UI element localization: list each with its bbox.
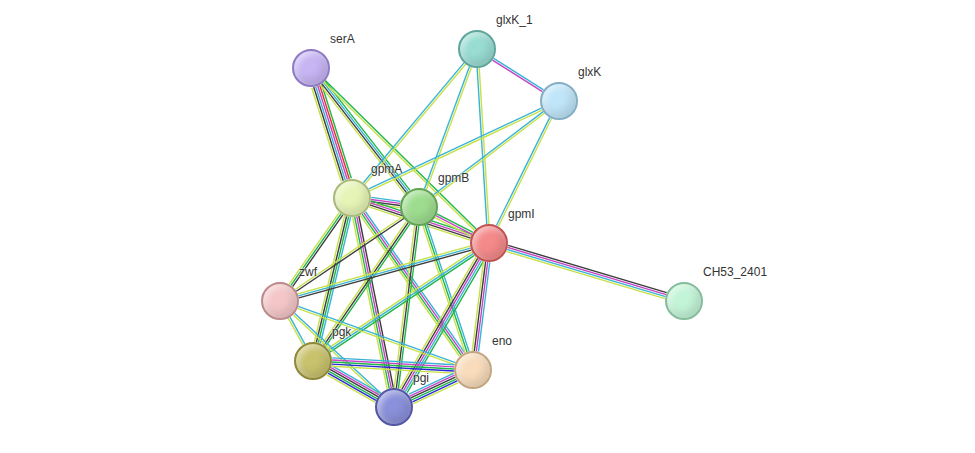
evidence-line xyxy=(329,254,473,351)
interaction-edge xyxy=(320,81,410,194)
evidence-line xyxy=(327,375,375,402)
protein-label: gpmB xyxy=(438,171,469,185)
evidence-line xyxy=(324,223,408,346)
evidence-line xyxy=(425,66,470,188)
protein-node: CH53_2401 xyxy=(665,282,703,320)
evidence-line xyxy=(293,215,343,287)
interaction-edge xyxy=(506,245,666,298)
evidence-line xyxy=(312,88,342,182)
evidence-line xyxy=(296,219,404,292)
protein-node: serA xyxy=(292,49,330,87)
evidence-line xyxy=(423,226,465,353)
evidence-line xyxy=(318,217,348,343)
protein-node: gpmB xyxy=(400,188,438,226)
protein-node: pgi xyxy=(375,388,413,426)
evidence-line xyxy=(474,262,485,351)
protein-node: gpmI xyxy=(470,224,508,262)
evidence-line xyxy=(498,119,551,227)
evidence-line xyxy=(322,221,406,344)
protein-node: eno xyxy=(454,351,492,389)
interaction-edge xyxy=(314,216,350,344)
interaction-edge xyxy=(492,58,543,91)
interaction-edge xyxy=(332,358,455,373)
evidence-line xyxy=(494,58,544,90)
protein-label: eno xyxy=(492,334,512,348)
protein-label: glxK_1 xyxy=(496,13,533,27)
evidence-line xyxy=(325,81,476,229)
interaction-edge xyxy=(477,68,489,224)
evidence-line xyxy=(325,81,410,190)
evidence-line xyxy=(427,67,472,189)
protein-node: gpmA xyxy=(333,179,371,217)
evidence-line xyxy=(437,214,473,233)
evidence-line xyxy=(329,371,377,398)
protein-node: glxK_1 xyxy=(458,30,496,68)
evidence-line xyxy=(507,249,666,296)
interaction-edge xyxy=(496,118,551,227)
evidence-line xyxy=(496,118,549,226)
protein-label: CH53_2401 xyxy=(703,265,767,279)
evidence-line xyxy=(369,108,542,189)
evidence-line xyxy=(330,369,378,396)
evidence-line xyxy=(435,218,471,237)
evidence-line xyxy=(413,383,458,404)
evidence-line xyxy=(435,113,545,196)
interaction-edge xyxy=(435,214,473,236)
protein-node: glxK xyxy=(540,82,578,120)
evidence-line xyxy=(289,212,339,284)
evidence-line xyxy=(436,216,472,235)
interaction-edge xyxy=(293,313,381,395)
interaction-edge xyxy=(425,66,472,189)
interaction-edge xyxy=(434,112,545,197)
evidence-line xyxy=(323,82,408,191)
protein-label: pgk xyxy=(332,325,351,339)
evidence-line xyxy=(322,84,407,193)
interaction-edge xyxy=(324,81,476,231)
protein-label: gpmI xyxy=(508,207,535,221)
interaction-edge xyxy=(327,366,380,402)
interaction-edge xyxy=(369,108,542,191)
protein-label: pgi xyxy=(413,371,429,385)
evidence-line xyxy=(370,110,543,191)
protein-label: zwf xyxy=(299,265,317,279)
evidence-line xyxy=(479,68,489,224)
evidence-line xyxy=(472,261,483,350)
evidence-line xyxy=(330,255,474,352)
evidence-line xyxy=(324,82,475,230)
protein-node: pgk xyxy=(294,342,332,380)
evidence-line xyxy=(332,366,454,373)
protein-label: glxK xyxy=(578,65,601,79)
evidence-line xyxy=(293,315,379,395)
evidence-line xyxy=(477,68,487,224)
evidence-line xyxy=(291,214,341,286)
evidence-line xyxy=(508,247,667,294)
evidence-line xyxy=(328,373,376,400)
interaction-edge xyxy=(472,261,490,351)
protein-node: zwf xyxy=(261,282,299,320)
evidence-line xyxy=(506,251,665,298)
evidence-line xyxy=(508,245,667,292)
protein-label: serA xyxy=(330,32,355,46)
protein-label: gpmA xyxy=(371,162,402,176)
evidence-line xyxy=(492,60,542,92)
interaction-edge xyxy=(288,317,305,345)
evidence-line xyxy=(434,112,544,195)
